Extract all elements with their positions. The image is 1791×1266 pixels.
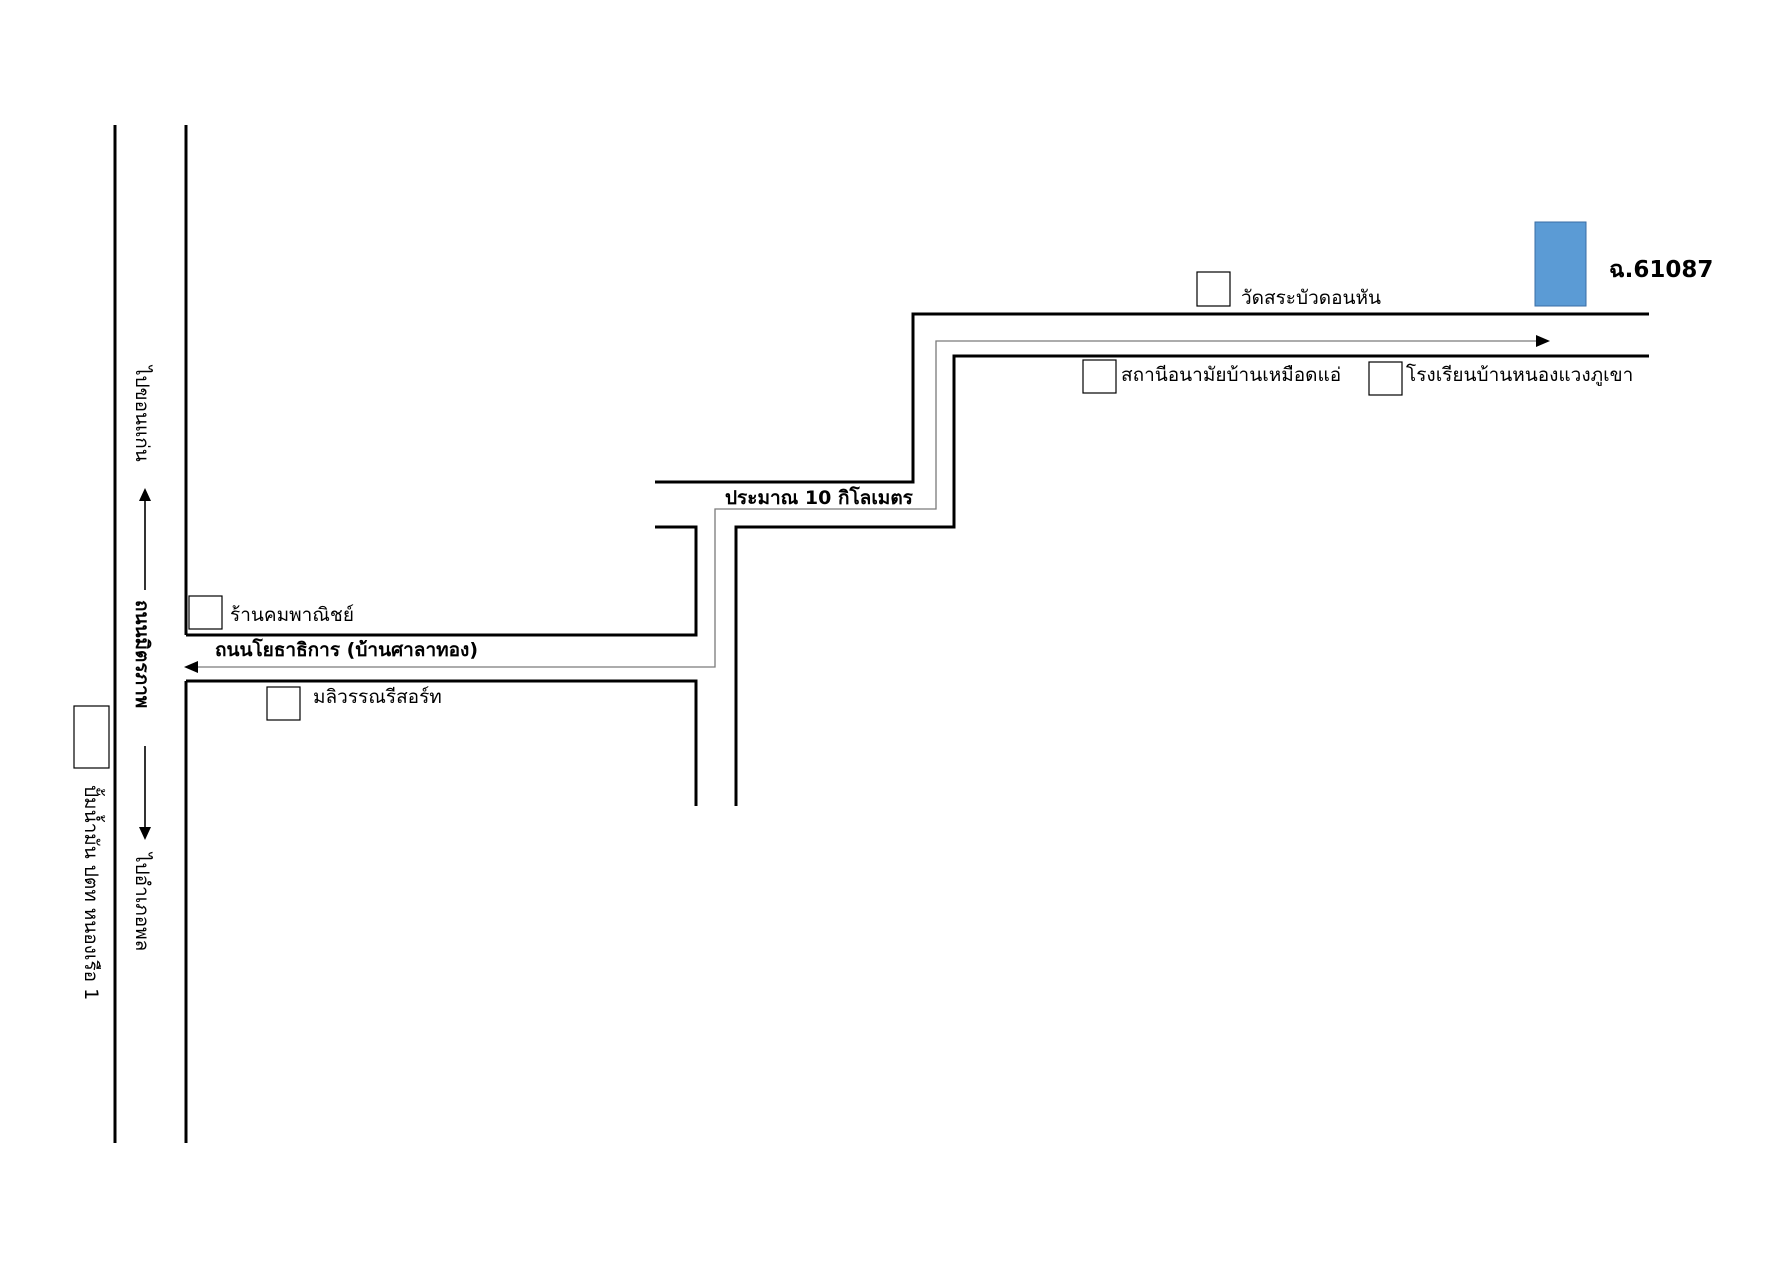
resort-marker bbox=[266, 686, 301, 721]
target-location-marker bbox=[1534, 221, 1587, 307]
connector-east-edge bbox=[734, 354, 1649, 806]
route-arrow-head-east bbox=[1536, 335, 1550, 347]
school-marker bbox=[1368, 361, 1403, 396]
resort-label: มลิวรรณรีสอร์ท bbox=[313, 686, 442, 708]
arrow-up-icon bbox=[139, 488, 151, 501]
connector-west-edge bbox=[655, 312, 1649, 484]
shop-marker bbox=[188, 595, 223, 630]
temple-label: วัดสระบัวดอนหัน bbox=[1241, 287, 1381, 309]
temple-marker bbox=[1196, 271, 1231, 307]
side-road-south-edge bbox=[186, 679, 698, 806]
target-code-label: ฉ.61087 bbox=[1609, 257, 1713, 283]
shop-label: ร้านคมพาณิชย์ bbox=[230, 604, 354, 626]
gas-station-marker bbox=[73, 705, 110, 769]
to-phon-label: ไปอำเภอพล bbox=[131, 851, 153, 951]
health-station-label: สถานีอนามัยบ้านเหมือดแอ่ bbox=[1121, 364, 1341, 386]
health-station-marker bbox=[1082, 359, 1117, 394]
highway-name-label: ถนนมิตรภาพ bbox=[131, 600, 153, 708]
route-arrow-head-west bbox=[184, 661, 198, 673]
gas-station-label: ปั้มน้ำมัน ปตท หนองเรือ 1 bbox=[80, 785, 105, 1000]
to-khon-kaen-label: ไปขอนแก่น bbox=[131, 364, 153, 462]
school-label: โรงเรียนบ้านหนองแวงภูเขา bbox=[1406, 363, 1633, 386]
side-road-north-edge bbox=[186, 525, 698, 637]
distance-label: ประมาณ 10 กิโลเมตร bbox=[725, 486, 914, 509]
yothathikan-road-label: ถนนโยธาธิการ (บ้านศาลาทอง) bbox=[215, 638, 478, 661]
arrow-down-icon bbox=[139, 827, 151, 840]
route-guide-line bbox=[196, 340, 1536, 668]
